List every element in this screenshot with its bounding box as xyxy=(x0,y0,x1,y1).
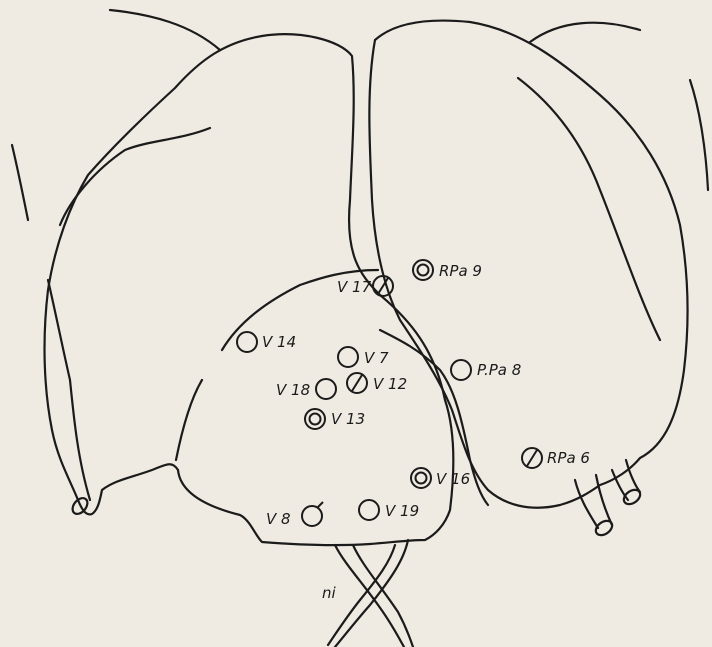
site-label: V 17 xyxy=(337,278,372,296)
site-label: V 12 xyxy=(373,375,407,393)
site-label: P.Pa 8 xyxy=(477,361,521,379)
left-outer-edge xyxy=(12,145,28,220)
site-rpa-6: RPa 6 xyxy=(522,448,590,468)
site-label: V 13 xyxy=(331,410,365,428)
site-marker xyxy=(411,468,431,488)
site-v-8: V 8 xyxy=(266,502,323,528)
site-marker xyxy=(338,347,358,367)
site-label: V 7 xyxy=(364,349,389,367)
site-marker xyxy=(413,260,433,280)
left-temporal-fold xyxy=(48,280,90,500)
left-outer-lobe xyxy=(110,10,220,50)
site-marker xyxy=(305,409,325,429)
left-frontal-fold xyxy=(60,128,210,225)
nerve-label: ni xyxy=(322,584,337,602)
site-v-13: V 13 xyxy=(305,409,365,429)
site-marker-inner-ring xyxy=(310,414,321,425)
site-rpa-9: RPa 9 xyxy=(413,260,482,280)
site-v-12: V 12 xyxy=(347,373,407,393)
right-inner-fold xyxy=(518,78,660,340)
site-marker xyxy=(359,500,379,520)
site-marker-hatch xyxy=(352,375,362,391)
site-marker-inner-ring xyxy=(416,473,427,484)
site-label: V 19 xyxy=(385,502,419,520)
right-nerve-roots xyxy=(575,460,643,538)
site-v-7: V 7 xyxy=(338,347,389,367)
site-marker xyxy=(451,360,471,380)
site-marker-inner-ring xyxy=(418,265,429,276)
site-label: V 14 xyxy=(262,333,296,351)
site-label: RPa 6 xyxy=(547,449,590,467)
site-marker-hatch xyxy=(527,450,537,466)
site-v-14: V 14 xyxy=(237,332,296,352)
site-v-18: V 18 xyxy=(276,379,336,399)
site-v-19: V 19 xyxy=(359,500,419,520)
midline-fissure xyxy=(380,330,488,505)
site-marker xyxy=(237,332,257,352)
site-marker-tick xyxy=(318,502,323,507)
site-label: RPa 9 xyxy=(439,262,482,280)
site-label: V 16 xyxy=(436,470,470,488)
site-marker xyxy=(302,506,322,526)
site-label: V 18 xyxy=(276,381,310,399)
site-v-16: V 16 xyxy=(411,468,470,488)
right-hemisphere-outline xyxy=(369,21,687,508)
site-marker xyxy=(316,379,336,399)
cerebellum-border xyxy=(176,270,378,460)
crossing-nerves xyxy=(328,540,413,647)
site-label: V 8 xyxy=(266,510,291,528)
right-outer-edge xyxy=(530,23,708,190)
site-p-pa-8: P.Pa 8 xyxy=(451,360,521,380)
